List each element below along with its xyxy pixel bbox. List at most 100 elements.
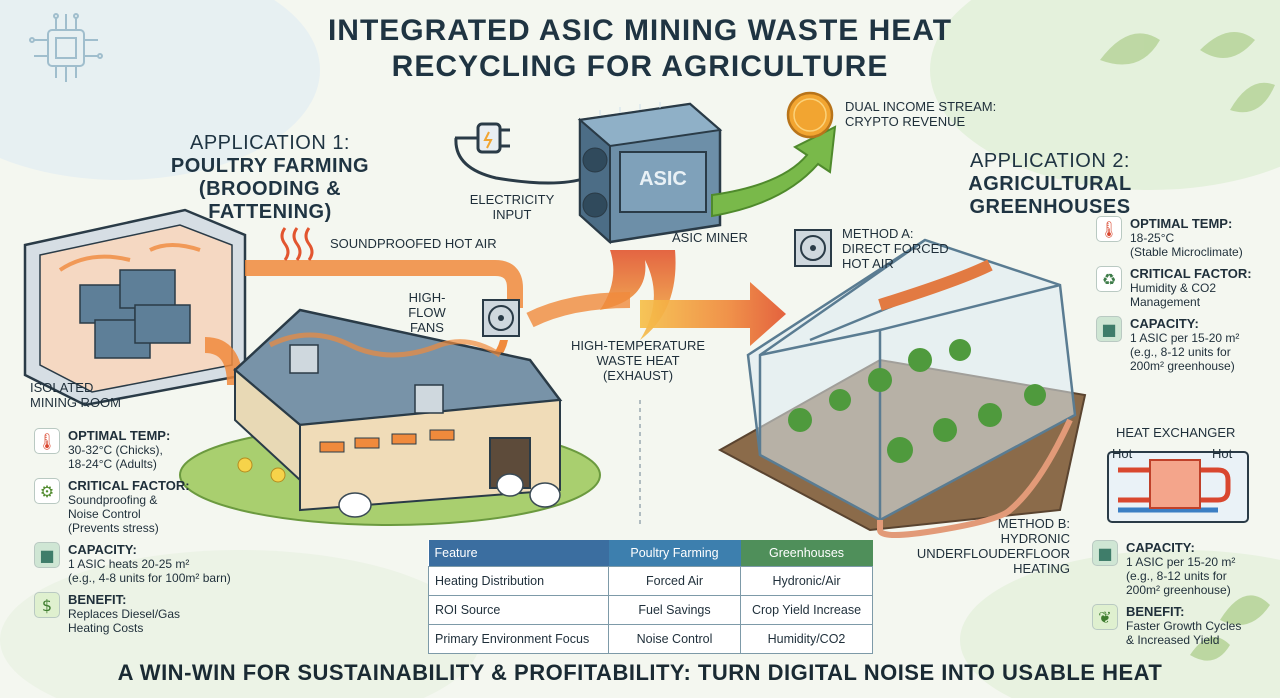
app1-name-line2: (BROODING & FATTENING): [198, 178, 342, 223]
mining-room: [23, 208, 247, 407]
fan-icon: [482, 299, 520, 337]
table-cell: ROI Source: [428, 595, 609, 625]
chicken-icon: [338, 473, 561, 518]
waste-heat-label: HIGH-TEMPERATURE WASTE HEAT (EXHAUST): [563, 338, 713, 383]
app1-label: APPLICATION 1:: [189, 132, 350, 154]
greenhouse-info-list: 🌡 OPTIMAL TEMP:18-25°C(Stable Microclimat…: [1096, 216, 1276, 380]
info-text-block: BENEFIT:Faster Growth Cycles& Increased …: [1126, 604, 1241, 647]
info-title: OPTIMAL TEMP:: [1130, 216, 1233, 231]
app1-name-line1: POULTRY FARMING: [170, 155, 370, 177]
info-text-block: OPTIMAL TEMP:30-32°C (Chicks),18-24°C (A…: [68, 428, 170, 471]
app1-heading: APPLICATION 1: POULTRY FARMING (BROODING…: [140, 132, 400, 224]
poultry-barn: [233, 308, 563, 512]
info-text-block: CAPACITY:1 ASIC per 15-20 m²(e.g., 8-12 …: [1130, 316, 1239, 373]
asic-miner-label: ASIC MINER: [672, 230, 748, 245]
hydronic-pipe: [877, 418, 1073, 538]
app2-name: AGRICULTURAL GREENHOUSES: [968, 173, 1132, 218]
plant-icon: [788, 339, 1046, 463]
info-line: 30-32°C (Chicks),: [68, 443, 163, 457]
info-line: 1 ASIC per 15-20 m²: [1130, 331, 1240, 345]
method-b-line2: HYDRONIC: [1000, 531, 1070, 546]
electric-plug-icon: [454, 122, 587, 185]
table-cell: Crop Yield Increase: [740, 595, 873, 625]
info-line: (Prevents stress): [68, 521, 159, 535]
table-cell: Heating Distribution: [428, 566, 609, 596]
method-b-line3: UNDERFLOUDERFLOOR: [916, 546, 1070, 561]
info-line: Humidity & CO2: [1130, 281, 1217, 295]
leaf-decor-bottom-icon: [1190, 595, 1270, 661]
electricity-line1: ELECTRICITY: [469, 192, 555, 207]
method-a-line1: METHOD A:: [842, 226, 914, 241]
greenhouse-info-lower-list: ■ CAPACITY:1 ASIC per 15-20 m²(e.g., 8-12…: [1092, 540, 1277, 654]
hot-air-pipe-greenhouse: [878, 259, 993, 311]
thermometer-icon: 🌡: [1096, 216, 1122, 242]
thermometer-icon: 🌡: [34, 428, 60, 454]
fans-label: HIGH-FLOW FANS: [392, 290, 462, 335]
method-a-line2: DIRECT FORCED: [842, 241, 949, 256]
greenhouse-structure: [746, 238, 1077, 522]
fans-line1: HIGH-FLOW: [408, 290, 446, 320]
table-cell: Primary Environment Focus: [428, 624, 609, 654]
info-item: ■ CAPACITY:1 ASIC per 15-20 m²(e.g., 8-12…: [1092, 540, 1277, 597]
waste-line1: HIGH-TEMPERATURE: [570, 338, 706, 353]
fan-icon-a: [794, 229, 832, 267]
chick-icon: [237, 457, 286, 483]
info-line: Noise Control: [68, 507, 141, 521]
cube-icon: ■: [1092, 540, 1118, 566]
info-item: ■CAPACITY:1 ASIC heats 20-25 m²(e.g., 4-…: [34, 542, 274, 585]
heat-wave-icon: [280, 227, 314, 261]
fans-line2: FANS: [410, 320, 444, 335]
heat-arrow-left: [526, 292, 631, 328]
info-title: CAPACITY:: [68, 542, 137, 557]
table-header-cell: Feature: [428, 540, 609, 567]
info-text-block: CAPACITY:1 ASIC per 15-20 m²(e.g., 8-12 …: [1126, 540, 1235, 597]
info-line: Heating Costs: [68, 621, 144, 635]
info-line: 18-24°C (Adults): [68, 457, 157, 471]
info-line: Faster Growth Cycles: [1126, 619, 1242, 633]
info-title: CAPACITY:: [1126, 540, 1195, 555]
info-item: ❦ BENEFIT:Faster Growth Cycles& Increased…: [1092, 604, 1277, 647]
electricity-line2: INPUT: [492, 207, 532, 222]
room-line1: ISOLATED: [30, 380, 94, 395]
info-title: BENEFIT:: [68, 592, 127, 607]
info-line: (e.g., 4-8 units for 100m² barn): [68, 571, 231, 585]
method-a-label: METHOD A: DIRECT FORCED HOT AIR: [842, 226, 949, 271]
income-label: DUAL INCOME STREAM: CRYPTO REVENUE: [845, 99, 996, 129]
info-line: Management: [1130, 295, 1201, 309]
info-item: 🌡 OPTIMAL TEMP:30-32°C (Chicks),18-24°C (…: [34, 428, 274, 471]
method-b-label: METHOD B: HYDRONIC UNDERFLOUDERFLOOR HEA…: [900, 516, 1070, 576]
info-text-block: OPTIMAL TEMP:18-25°C(Stable Microclimate…: [1130, 216, 1243, 259]
method-b-line1: METHOD B:: [997, 516, 1070, 531]
income-arrow: [711, 125, 837, 218]
bitcoin-icon: [786, 91, 834, 139]
page-title: INTEGRATED ASIC MINING WASTE HEAT RECYCL…: [0, 14, 1280, 84]
info-line: (Stable Microclimate): [1130, 245, 1243, 259]
info-line: (e.g., 8-12 units for: [1130, 345, 1231, 359]
electricity-input-label: ELECTRICITY INPUT: [462, 192, 562, 222]
income-line2: CRYPTO REVENUE: [845, 114, 966, 129]
heat-exchanger-icon: [1107, 451, 1249, 523]
app2-label: APPLICATION 2:: [969, 150, 1130, 172]
info-item: 🌡 OPTIMAL TEMP:18-25°C(Stable Microclimat…: [1096, 216, 1276, 259]
hot-air-duct: [245, 260, 523, 308]
info-text-block: CRITICAL FACTOR:Soundproofing &Noise Con…: [68, 478, 190, 535]
app2-heading: APPLICATION 2: AGRICULTURAL GREENHOUSES: [900, 150, 1200, 219]
method-b-line4: HEATING: [1013, 561, 1070, 576]
table-cell: Hydronic/Air: [740, 566, 873, 596]
waste-line2: WASTE HEAT: [596, 353, 680, 368]
info-line: 200m² greenhouse): [1130, 359, 1235, 373]
info-item: ■ CAPACITY:1 ASIC per 15-20 m²(e.g., 8-12…: [1096, 316, 1276, 373]
sprout-hand-icon: ❦: [1092, 604, 1118, 630]
heat-exchanger-label: HEAT EXCHANGER: [1116, 425, 1236, 440]
cube-icon: ■: [1096, 316, 1122, 342]
info-title: CAPACITY:: [1130, 316, 1199, 331]
table-cell: Fuel Savings: [608, 595, 741, 625]
